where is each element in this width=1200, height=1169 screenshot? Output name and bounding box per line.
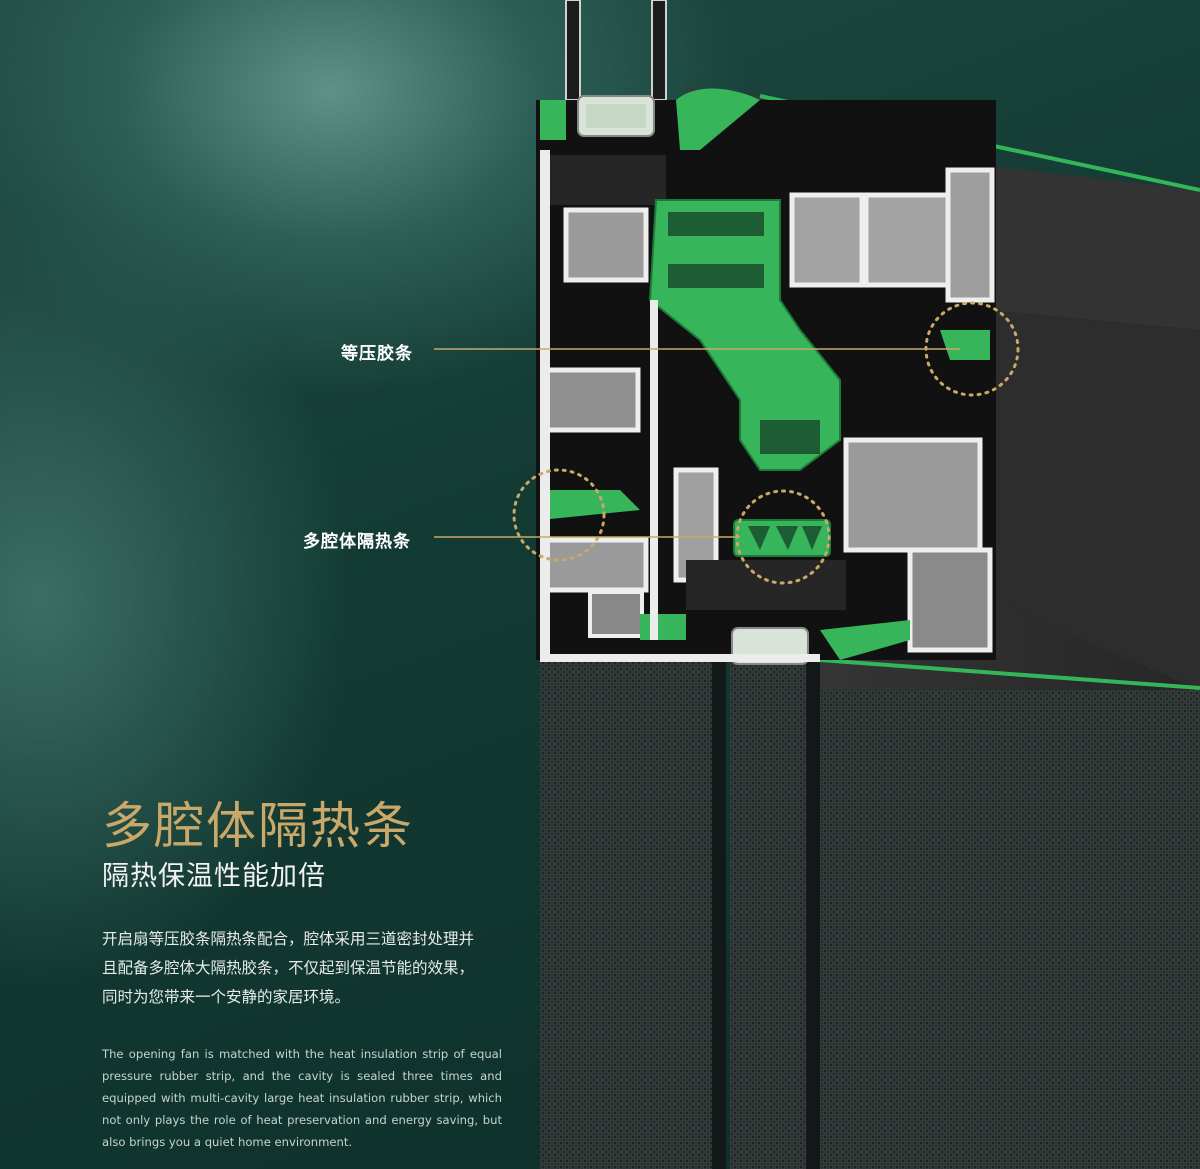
mesh-bar-b bbox=[806, 640, 820, 1169]
seal-right-mid bbox=[940, 330, 990, 360]
callout-equal-pressure-strip: 等压胶条 bbox=[341, 344, 413, 364]
frame-face-lower bbox=[990, 310, 1200, 690]
callout-multi-cavity-strip: 多腔体隔热条 bbox=[303, 532, 411, 552]
highlight-circle-left-seal bbox=[512, 468, 606, 562]
mesh-bar-a bbox=[712, 640, 726, 1169]
seal-top-left bbox=[540, 100, 566, 140]
chamber-r6 bbox=[907, 547, 993, 653]
seal-left-mid bbox=[540, 490, 640, 520]
top-spacer bbox=[586, 104, 646, 128]
chamber-l4 bbox=[588, 590, 644, 638]
profile-outline-left bbox=[540, 150, 550, 660]
thermal-break-cavity-3 bbox=[760, 420, 820, 454]
chamber-r4 bbox=[843, 437, 983, 553]
description-cn: 开启扇等压胶条隔热条配合，腔体采用三道密封处理并 且配备多腔体大隔热胶条，不仅起… bbox=[102, 925, 502, 1012]
subheadline: 隔热保温性能加倍 bbox=[102, 861, 326, 892]
bottom-foam-gasket bbox=[686, 560, 846, 610]
description-cn-line: 同时为您带来一个安静的家居环境。 bbox=[102, 988, 351, 1006]
chamber-l3 bbox=[543, 537, 649, 593]
frame-face-upper bbox=[990, 166, 1200, 330]
profile-outline-mid bbox=[650, 300, 658, 640]
glass-pane-left bbox=[565, 0, 581, 101]
chamber-l2 bbox=[543, 367, 641, 433]
description-en: The opening fan is matched with the heat… bbox=[102, 1047, 502, 1149]
chamber-r3 bbox=[945, 167, 995, 303]
profile-outline-bottom bbox=[540, 654, 820, 662]
multi-cavity-hole-2 bbox=[776, 526, 798, 550]
multi-cavity-hole-1 bbox=[748, 526, 770, 550]
chamber-r2 bbox=[863, 192, 953, 288]
top-foam-gasket bbox=[540, 155, 666, 205]
seal-top-right bbox=[676, 88, 760, 150]
description-cn-line: 开启扇等压胶条隔热条配合，腔体采用三道密封处理并 bbox=[102, 930, 475, 948]
headline: 多腔体隔热条 bbox=[102, 797, 414, 855]
seal-bottom-right bbox=[820, 620, 910, 660]
chamber-r1 bbox=[789, 192, 865, 288]
multi-cavity-hole-3 bbox=[802, 526, 822, 550]
thermal-break-cavity-2 bbox=[668, 264, 764, 288]
description-cn-line: 且配备多腔体大隔热胶条，不仅起到保温节能的效果， bbox=[102, 959, 475, 977]
screen-mesh-left bbox=[540, 650, 722, 1169]
screen-mesh-right bbox=[730, 650, 1200, 1169]
seal-bottom-left bbox=[640, 614, 686, 640]
chamber-l1 bbox=[563, 207, 649, 283]
thermal-break-cavity-1 bbox=[668, 212, 764, 236]
frame-green-bottom-edge bbox=[819, 658, 1200, 690]
glass-pane-right bbox=[651, 0, 667, 101]
